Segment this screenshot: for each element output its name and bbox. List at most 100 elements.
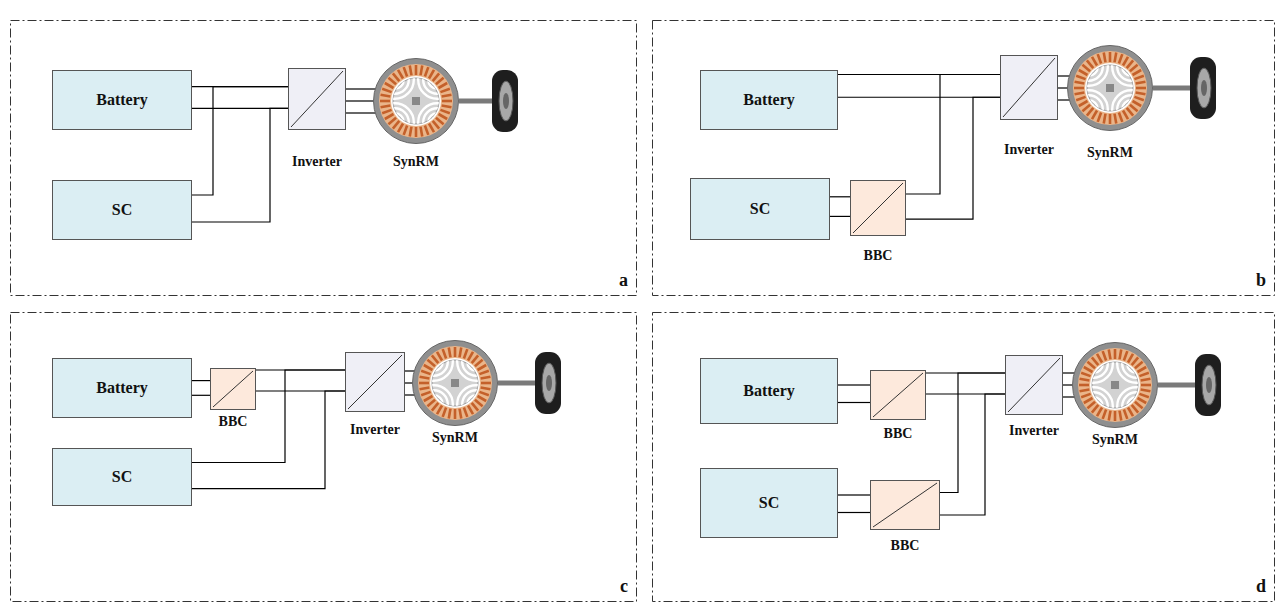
power-wire xyxy=(192,87,288,109)
power-wire xyxy=(192,87,288,222)
box-label: Battery xyxy=(96,91,148,109)
wire xyxy=(346,112,376,113)
component-label: Inverter xyxy=(1009,423,1059,439)
component-label: SynRM xyxy=(1092,432,1138,448)
converter-symbol xyxy=(210,368,256,410)
power-wire xyxy=(926,373,1005,394)
panel-border xyxy=(652,312,1275,602)
wire xyxy=(192,87,288,195)
power-wire xyxy=(838,495,870,513)
component-label: BBC xyxy=(884,426,913,442)
wire xyxy=(838,384,870,385)
box-label: SC xyxy=(112,468,132,486)
wire xyxy=(940,394,1005,515)
wire xyxy=(405,382,413,383)
wire xyxy=(405,394,415,395)
power-wire xyxy=(838,385,870,403)
power-wire xyxy=(838,75,1000,98)
box-label: Battery xyxy=(743,91,795,109)
box-label: SC xyxy=(759,494,779,512)
source-box: SC xyxy=(700,468,838,538)
stator-slots xyxy=(380,65,452,137)
converter-box: Inverter xyxy=(1005,355,1063,439)
converter-symbol xyxy=(850,180,906,236)
component-label: SynRM xyxy=(432,430,478,446)
component-label: BBC xyxy=(864,248,893,264)
converter-symbol xyxy=(288,68,346,130)
wire xyxy=(838,494,870,495)
converter-symbol xyxy=(1005,355,1063,415)
component-label: Inverter xyxy=(292,154,342,170)
stator-slots xyxy=(419,347,491,419)
synrm-illustration xyxy=(412,340,498,426)
power-wire xyxy=(830,197,850,217)
box-label: SC xyxy=(750,200,770,218)
wire xyxy=(830,216,850,217)
component-label: BBC xyxy=(219,414,248,430)
motor: SynRM xyxy=(1072,342,1158,448)
converter-symbol xyxy=(870,370,926,420)
power-wire xyxy=(940,373,1005,515)
converter-box: BBC xyxy=(870,370,926,442)
panel-border xyxy=(652,20,1275,296)
power-wire xyxy=(906,75,1000,220)
wire xyxy=(940,373,1005,493)
synrm-illustration xyxy=(1067,45,1153,131)
motor: SynRM xyxy=(1067,45,1153,161)
component-label: Inverter xyxy=(1004,142,1054,158)
box-label: Battery xyxy=(96,379,148,397)
wire xyxy=(405,370,415,371)
converter-box: BBC xyxy=(850,180,906,264)
source-box: SC xyxy=(690,178,830,240)
motor: SynRM xyxy=(373,58,459,170)
panel: d BatteryBBC SC BBC InverterSynRM xyxy=(652,312,1275,602)
wire xyxy=(1063,396,1075,397)
synrm-illustration xyxy=(373,58,459,144)
wire xyxy=(906,97,1000,219)
component-label: Inverter xyxy=(350,422,400,438)
converter-box: BBC xyxy=(210,368,256,430)
source-box: Battery xyxy=(700,70,838,130)
converter-symbol xyxy=(1000,55,1058,120)
converter-box: Inverter xyxy=(1000,55,1058,158)
source-box: Battery xyxy=(52,358,192,418)
wire xyxy=(1058,99,1070,100)
panel-letter: b xyxy=(1256,270,1266,291)
converter-symbol xyxy=(345,352,405,412)
converter-box: Inverter xyxy=(345,352,405,438)
wire xyxy=(192,108,288,222)
wire xyxy=(346,88,376,89)
wire xyxy=(192,380,210,381)
panel: c BatteryBBC SC InverterSynRM xyxy=(10,312,637,602)
power-wire xyxy=(192,381,210,396)
wire xyxy=(838,512,870,513)
shaft xyxy=(459,88,1195,385)
component-label: SynRM xyxy=(1087,145,1133,161)
panel-letter: d xyxy=(1256,576,1266,597)
wire xyxy=(1063,384,1073,385)
wire xyxy=(1058,75,1070,76)
box-label: SC xyxy=(112,201,132,219)
stator-slots xyxy=(1074,52,1146,124)
panel: b BatterySC BBC Inverter SynRM xyxy=(652,20,1275,296)
synrm-illustration xyxy=(1072,342,1158,428)
wire xyxy=(906,75,1000,195)
wire xyxy=(346,100,374,101)
panel: a BatterySC Inverter SynRM xyxy=(10,20,637,296)
panel-letter: c xyxy=(620,576,628,597)
tire xyxy=(492,57,1221,416)
source-box: Battery xyxy=(52,70,192,130)
wire xyxy=(1058,87,1068,88)
component-label: BBC xyxy=(891,538,920,554)
wire xyxy=(192,395,210,396)
source-box: SC xyxy=(52,180,192,240)
converter-symbol xyxy=(870,480,940,530)
wire xyxy=(838,402,870,403)
source-box: Battery xyxy=(700,358,838,424)
power-wire xyxy=(346,89,376,113)
wire xyxy=(830,196,850,197)
source-box: SC xyxy=(52,448,192,506)
component-label: SynRM xyxy=(393,154,439,170)
panel-letter: a xyxy=(619,270,628,291)
motor: SynRM xyxy=(412,340,498,446)
